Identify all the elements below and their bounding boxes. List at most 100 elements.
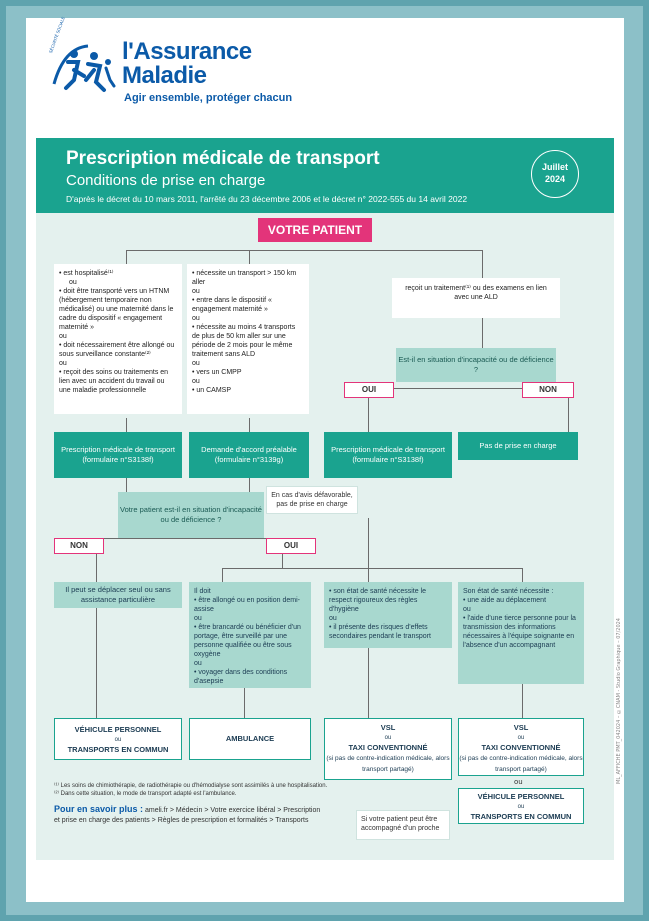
condition-line: • une aide au déplacement — [463, 597, 547, 604]
condition-box-1: Il peut se déplacer seul ou sans assista… — [54, 582, 182, 608]
mode-note: (si pas de contre-indication médicale, a… — [326, 755, 450, 773]
logo-line-1: l'Assurance — [122, 38, 252, 65]
criteria-line: ou — [192, 288, 200, 295]
criteria-box-1: • est hospitalisé⁽¹⁾ ou • doit être tran… — [54, 264, 182, 414]
yes-tag-right: OUI — [344, 382, 394, 398]
mode-label: TRANSPORTS EN COMMUN — [470, 812, 572, 821]
criteria-line: • doit être transporté vers un HTNM (héb… — [59, 288, 174, 331]
connector — [96, 608, 97, 718]
mode-label: VSL — [380, 723, 396, 732]
criteria-line: • entre dans le dispositif « engagement … — [192, 297, 272, 313]
no-tag-left: NON — [54, 538, 104, 554]
mode-label: VÉHICULE PERSONNEL — [477, 792, 565, 801]
incapacity-question-left: Votre patient est-il en situation d'inca… — [118, 492, 264, 538]
prior-approval-box: Demande d'accord préalable (formulaire n… — [189, 432, 309, 478]
criteria-box-2: • nécessite un transport > 150 km aller … — [187, 264, 309, 414]
or-label: ou — [514, 778, 523, 786]
criteria-line: • un CAMSP — [192, 387, 232, 394]
criteria-line: ou — [192, 378, 200, 385]
connector — [222, 568, 522, 569]
learn-more-path-2[interactable]: et prise en charge des patients > Règles… — [54, 817, 309, 824]
condition-line: Il doit — [194, 588, 211, 595]
mode-vsl-taxi-1: VSL ou TAXI CONVENTIONNÉ (si pas de cont… — [324, 718, 452, 780]
learn-more-path[interactable]: ameli.fr > Médecin > Votre exercice libé… — [144, 807, 321, 814]
connector — [368, 388, 568, 389]
prescription-box-1: Prescription médicale de transport (form… — [54, 432, 182, 478]
badge-year: 2024 — [544, 174, 566, 184]
connector — [249, 250, 250, 264]
mode-label: TAXI CONVENTIONNÉ — [348, 743, 428, 752]
accompany-note: Si votre patient peut être accompagné d'… — [356, 810, 450, 840]
connector — [126, 250, 127, 264]
mode-personal-vehicle: VÉHICULE PERSONNEL ou TRANSPORTS EN COMM… — [54, 718, 182, 760]
criteria-line: ou — [59, 360, 67, 367]
criteria-line: • doit nécessairement être allongé ou so… — [59, 342, 175, 358]
ald-box: reçoit un traitement⁽¹⁾ ou des examens e… — [392, 278, 560, 318]
connector — [96, 538, 282, 539]
mode-label: VÉHICULE PERSONNEL — [74, 725, 162, 734]
mode-or: ou — [517, 735, 525, 741]
connector — [249, 418, 250, 432]
condition-line: • être allongé ou en position demi-assis… — [194, 597, 300, 613]
header-band: Prescription médicale de transport Condi… — [36, 138, 614, 213]
condition-line: • il présente des risques d'effets secon… — [329, 624, 431, 640]
condition-line: ou — [194, 660, 202, 667]
connector — [482, 318, 483, 348]
condition-line: ou — [194, 615, 202, 622]
footnote-1: ⁽¹⁾ Les soins de chimiothérapie, de radi… — [54, 783, 328, 789]
mode-label: VSL — [513, 723, 529, 732]
condition-line: • son état de santé nécessite le respect… — [329, 588, 427, 613]
condition-line: ou — [463, 606, 471, 613]
no-coverage-box: Pas de prise en charge — [458, 432, 578, 460]
mode-vsl-taxi-2: VSL ou TAXI CONVENTIONNÉ (si pas de cont… — [458, 718, 584, 776]
unfavorable-note: En cas d'avis défavorable, pas de prise … — [266, 486, 358, 514]
connector — [482, 250, 483, 278]
patient-pill: VOTRE PATIENT — [258, 218, 372, 242]
criteria-line: • vers un CMPP — [192, 369, 242, 376]
criteria-line: • reçoit des soins ou traitements en lie… — [59, 369, 169, 394]
page-title: Prescription médicale de transport — [66, 148, 380, 169]
condition-line: Son état de santé nécessite : — [463, 588, 554, 595]
criteria-line: ou — [59, 333, 67, 340]
no-tag-right: NON — [522, 382, 574, 398]
badge-month: Juillet — [541, 162, 568, 172]
connector — [244, 688, 245, 718]
connector — [126, 418, 127, 432]
criteria-line: • nécessite au moins 4 transports de plu… — [192, 324, 296, 358]
people-logo-icon — [52, 44, 116, 92]
criteria-line: • est hospitalisé⁽¹⁾ — [59, 270, 114, 277]
mode-label: TRANSPORTS EN COMMUN — [67, 745, 169, 754]
condition-line: ou — [329, 615, 337, 622]
decree-note: D'après le décret du 10 mars 2011, l'arr… — [66, 194, 468, 204]
logo-tagline: Agir ensemble, protéger chacun — [124, 92, 293, 104]
condition-box-4: Son état de santé nécessite : • une aide… — [458, 582, 584, 684]
condition-line: • l'aide d'une tierce personne pour la t… — [463, 615, 576, 649]
incapacity-question-right: Est-il en situation d'incapacité ou de d… — [396, 348, 556, 382]
mode-label: TAXI CONVENTIONNÉ — [481, 743, 561, 752]
criteria-line: ou — [69, 279, 77, 286]
criteria-line: ou — [192, 360, 200, 367]
condition-box-2: Il doit • être allongé ou en position de… — [189, 582, 311, 688]
yes-tag-left: OUI — [266, 538, 316, 554]
connector — [126, 250, 482, 251]
connector — [522, 684, 523, 718]
criteria-line: ou — [192, 315, 200, 322]
condition-box-3: • son état de santé nécessite le respect… — [324, 582, 452, 648]
logo-line-2: Maladie — [122, 62, 207, 89]
criteria-line: • nécessite un transport > 150 km aller — [192, 270, 297, 286]
date-badge: Juillet 2024 — [531, 150, 579, 198]
learn-more: Pour en savoir plus : ameli.fr > Médecin… — [54, 804, 354, 826]
learn-more-label: Pour en savoir plus : — [54, 804, 144, 814]
mode-ambulance: AMBULANCE — [189, 718, 311, 760]
mode-or: ou — [114, 737, 122, 743]
footnote-2: ⁽²⁾ Dans cette situation, le mode de tra… — [54, 791, 237, 797]
poster-sheet: SÉCURITÉ SOCIALE l'Assurance Maladie Agi… — [26, 16, 624, 902]
connector — [126, 478, 127, 492]
connector — [568, 388, 569, 432]
condition-line: • être brancardé ou bénéficier d'un port… — [194, 624, 301, 658]
mode-personal-vehicle-2: VÉHICULE PERSONNEL ou TRANSPORTS EN COMM… — [458, 788, 584, 824]
mode-or: ou — [384, 735, 392, 741]
connector — [222, 568, 223, 582]
prescription-box-2: Prescription médicale de transport (form… — [324, 432, 452, 478]
condition-line: • voyager dans des conditions d'asepsie — [194, 669, 288, 685]
